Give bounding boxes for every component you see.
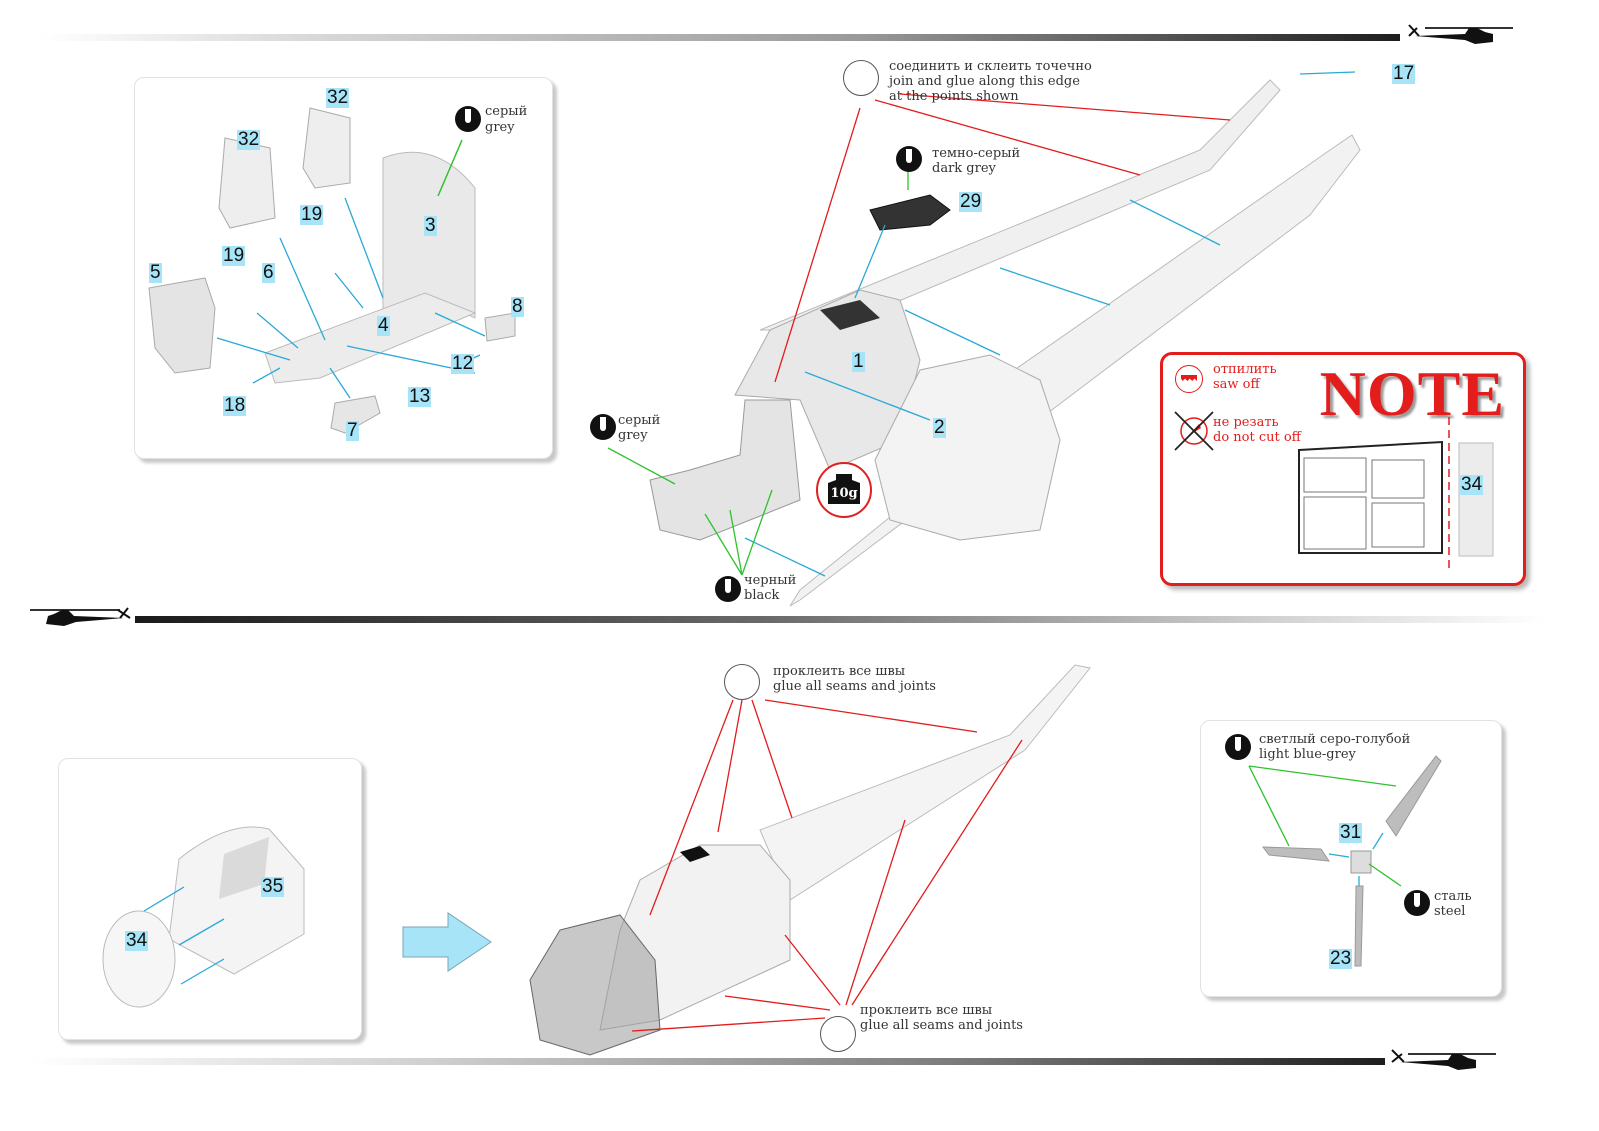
paint-pot-icon bbox=[896, 146, 922, 172]
section-divider-bar bbox=[135, 616, 1545, 623]
part-label: 23 bbox=[1329, 948, 1353, 969]
helicopter-silhouette-icon bbox=[1408, 24, 1513, 44]
color-callout-en: grey bbox=[485, 120, 515, 135]
black-ru: черный bbox=[744, 573, 797, 588]
light-blue-grey-ru: светлый серо-голубой bbox=[1259, 732, 1411, 747]
fuselage-half-2 bbox=[874, 354, 1061, 541]
part-label: 5 bbox=[149, 262, 162, 283]
cockpit-parts-drawing bbox=[148, 107, 516, 434]
floor-part bbox=[264, 292, 477, 384]
glue-edge-ru: соединить и склеить точечно bbox=[889, 59, 1092, 74]
part-label: 3 bbox=[424, 215, 437, 236]
part-label: 34 bbox=[1460, 474, 1484, 495]
seat-part bbox=[218, 107, 351, 229]
part-label: 18 bbox=[223, 395, 247, 416]
gearbox-part-29 bbox=[869, 194, 951, 231]
part-label: 35 bbox=[261, 876, 285, 897]
fuselage-assembly-drawing bbox=[607, 71, 1361, 607]
paint-pot-icon bbox=[1404, 890, 1430, 916]
glue-tube-icon bbox=[820, 1016, 856, 1052]
part-label: 12 bbox=[451, 353, 475, 374]
dark-grey-ru: темно-серый bbox=[932, 146, 1021, 161]
dark-grey-en: dark grey bbox=[932, 161, 996, 176]
part-label: 32 bbox=[326, 87, 350, 108]
glue-bottom-ru: проклеить все швы bbox=[860, 1003, 993, 1018]
paint-pot-icon bbox=[715, 576, 741, 602]
part-7 bbox=[330, 395, 381, 434]
part-label: 31 bbox=[1339, 822, 1363, 843]
light-blue-grey-en: light blue-grey bbox=[1259, 747, 1356, 762]
part-8 bbox=[484, 312, 516, 342]
canopy-glass bbox=[529, 914, 661, 1056]
paint-pot-icon bbox=[590, 414, 616, 440]
helicopter-silhouette-icon bbox=[1391, 1049, 1496, 1070]
rotor-parts-panel: светлый серо-голубой light blue-grey ста… bbox=[1200, 720, 1502, 997]
part-label: 32 bbox=[237, 129, 261, 150]
footer-divider-bar bbox=[30, 1058, 1385, 1065]
black-en: black bbox=[744, 588, 780, 603]
note-title: NOTE bbox=[1319, 358, 1505, 429]
part-label: 4 bbox=[377, 315, 390, 336]
canopy-parts-panel: 34 35 bbox=[58, 758, 362, 1040]
part-label: 13 bbox=[408, 386, 432, 407]
canopy-part-34 bbox=[102, 910, 176, 1008]
header-divider-bar bbox=[40, 34, 1400, 41]
color-callout-ru: серый bbox=[485, 104, 528, 119]
glue-edge-en-2: at the points shown bbox=[889, 89, 1019, 104]
rotor-blade bbox=[1385, 755, 1442, 837]
rotor-hub-part-31 bbox=[1350, 850, 1372, 874]
glue-top-ru: проклеить все швы bbox=[773, 664, 906, 679]
part-label: 8 bbox=[511, 296, 524, 317]
cockpit-parts-panel: 32 32 3 19 19 5 6 4 8 12 13 18 7 серый g… bbox=[134, 77, 553, 459]
part-label: 19 bbox=[222, 245, 246, 266]
saw-off-ru: отпилить bbox=[1213, 362, 1277, 377]
canopy-cut-diagram bbox=[1298, 417, 1494, 569]
glue-tube-icon bbox=[724, 664, 760, 700]
rotor-blade bbox=[1354, 885, 1364, 967]
tail-boom bbox=[759, 664, 1091, 901]
part-label: 7 bbox=[346, 420, 359, 441]
rotor-parts-drawing bbox=[1248, 755, 1442, 967]
part-label: 6 bbox=[262, 262, 275, 283]
canopy-parts-drawing bbox=[102, 826, 305, 1008]
do-not-cut-icon bbox=[1174, 411, 1214, 451]
part-label: 34 bbox=[125, 930, 149, 951]
saw-off-en: saw off bbox=[1213, 377, 1260, 392]
weight-label: 10g bbox=[830, 486, 858, 501]
do-not-cut-ru: не резать bbox=[1213, 415, 1279, 430]
paint-pot-icon bbox=[455, 106, 481, 132]
saw-icon bbox=[1175, 365, 1203, 393]
part-label: 2 bbox=[933, 417, 946, 438]
steel-ru: сталь bbox=[1434, 889, 1472, 904]
right-arrow-icon bbox=[402, 912, 492, 972]
steel-en: steel bbox=[1434, 904, 1466, 919]
rotor-blade bbox=[1261, 846, 1331, 862]
cockpit-section bbox=[649, 399, 801, 541]
grey-ru: серый bbox=[618, 413, 661, 428]
do-not-cut-en: do not cut off bbox=[1213, 430, 1301, 445]
note-box: NOTE отпилить saw off не резать do not c… bbox=[1160, 352, 1526, 586]
helicopter-silhouette-icon bbox=[30, 607, 131, 626]
glue-bottom-en: glue all seams and joints bbox=[860, 1018, 1023, 1033]
part-label: 29 bbox=[959, 191, 983, 212]
glue-top-en: glue all seams and joints bbox=[773, 679, 936, 694]
weight-indicator: 10g bbox=[816, 462, 872, 518]
part-label: 1 bbox=[852, 351, 865, 372]
grey-en: grey bbox=[618, 428, 648, 443]
rotor-mount-opening bbox=[680, 846, 710, 862]
part-label: 19 bbox=[300, 204, 324, 225]
part-5 bbox=[148, 277, 216, 374]
part-label: 17 bbox=[1392, 63, 1416, 84]
glue-tube-icon bbox=[843, 60, 879, 96]
paint-pot-icon bbox=[1225, 734, 1251, 760]
glue-edge-en-1: join and glue along this edge bbox=[889, 74, 1080, 89]
canopy-part-35 bbox=[168, 826, 305, 975]
